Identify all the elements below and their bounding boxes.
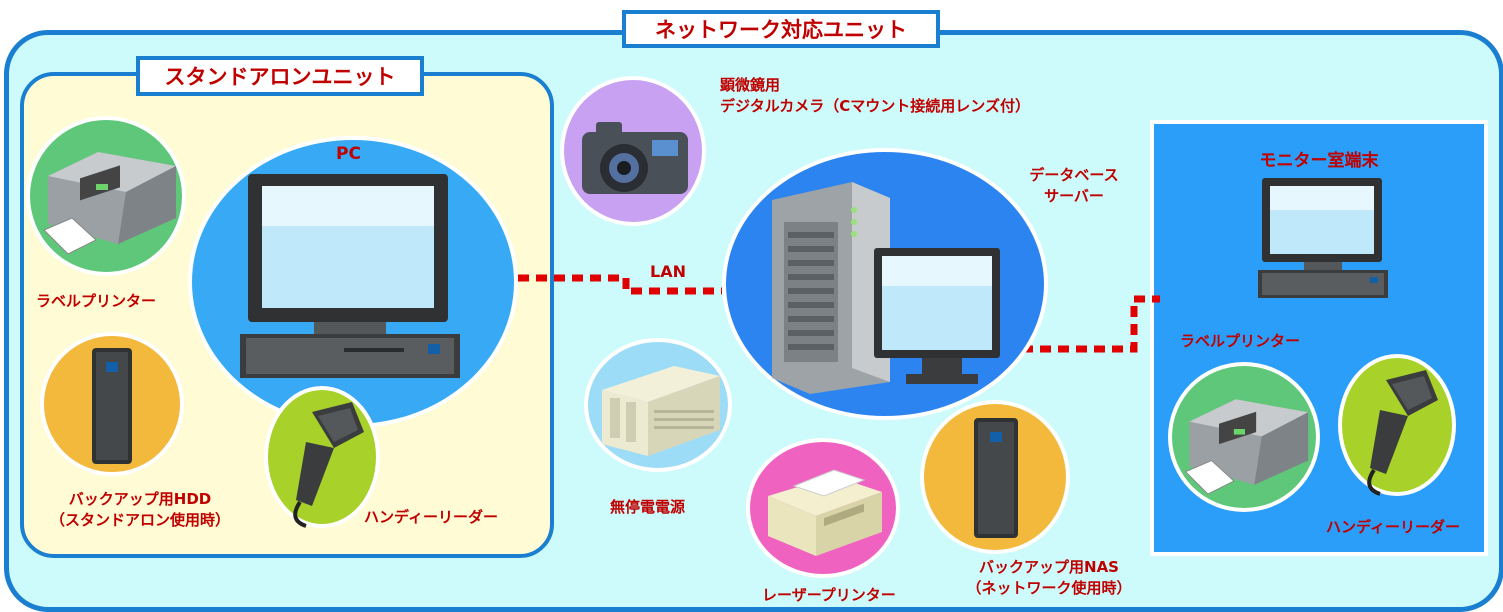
nas-icon — [974, 418, 1018, 538]
ups-label: 無停電電源 — [610, 498, 686, 516]
laser-printer-label: レーザープリンター — [762, 586, 896, 604]
backup-hdd-label-line2: （スタンドアロン使用時） — [49, 511, 230, 529]
standalone-unit-title: スタンドアロンユニット — [136, 56, 424, 96]
terminal-pc-icon — [1258, 178, 1388, 298]
backup-nas-label: バックアップ用NAS （ネットワーク使用時） — [934, 556, 1164, 598]
backup-nas-label-line1: バックアップ用NAS — [979, 558, 1119, 576]
backup-hdd-label-line1: バックアップ用HDD — [68, 490, 212, 508]
monitor-label-printer-label: ラベルプリンター — [1180, 332, 1301, 350]
microscope-camera-label-line2: デジタルカメラ（Cマウント接続用レンズ付） — [720, 97, 1030, 115]
microscope-camera-label-line1: 顕微鏡用 — [720, 76, 781, 94]
network-unit-title: ネットワーク対応ユニット — [622, 10, 940, 48]
hdd-icon — [92, 348, 132, 464]
barcode-scanner-icon — [293, 402, 364, 528]
ups-icon — [602, 366, 720, 456]
laser-printer-icon — [768, 469, 882, 556]
db-server-label-line1: データベース — [1029, 166, 1119, 184]
backup-hdd-label: バックアップ用HDD （スタンドアロン使用時） — [30, 488, 250, 530]
camera-icon — [582, 122, 688, 194]
lan-label: LAN — [650, 262, 686, 281]
backup-nas-label-line2: （ネットワーク使用時） — [966, 579, 1132, 597]
label-printer-icon — [43, 152, 176, 255]
monitor-label-printer-icon — [1184, 399, 1309, 495]
microscope-camera-label: 顕微鏡用 デジタルカメラ（Cマウント接続用レンズ付） — [720, 74, 1030, 116]
pc-label: PC — [336, 144, 361, 164]
label-printer-label: ラベルプリンター — [36, 292, 157, 310]
handy-reader-label: ハンディーリーダー — [364, 508, 498, 526]
monitor-handy-reader-label: ハンディーリーダー — [1326, 518, 1460, 536]
server-icon — [772, 182, 1000, 394]
monitor-terminal-title: モニター室端末 — [1259, 151, 1379, 171]
pc-icon — [240, 174, 460, 378]
db-server-label-line2: サーバー — [1044, 187, 1104, 205]
monitor-barcode-scanner-icon — [1367, 370, 1438, 496]
db-server-label: データベース サーバー — [1016, 164, 1132, 206]
